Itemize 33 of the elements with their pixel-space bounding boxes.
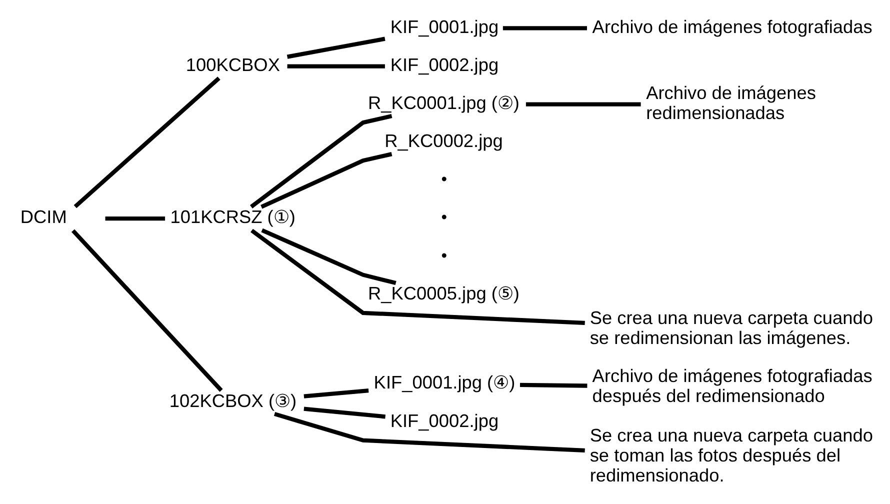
node-text: 102KCBOX (③): [169, 390, 297, 410]
node-text: Se crea una nueva carpeta cuando se toman las fotos después del redimensionado.: [590, 425, 873, 485]
label: •: [441, 207, 448, 226]
label: •: [441, 245, 448, 264]
node-text: KIF_0002.jpg: [390, 54, 499, 74]
connector: [274, 411, 585, 452]
connector: [260, 152, 392, 208]
connector: [286, 36, 386, 58]
connector: [261, 228, 396, 285]
node-text: R_KC0005.jpg (⑤): [368, 282, 520, 303]
node-text: R_KC0001.jpg (②): [368, 92, 520, 112]
node-text: KIF_0002.jpg: [390, 410, 499, 430]
connector: [304, 388, 369, 398]
connector: [71, 228, 223, 392]
node-text: KIF_0001.jpg (④): [374, 372, 516, 392]
node-text: Archivo de imágenes redimensionadas: [646, 82, 816, 122]
connector: [520, 382, 588, 388]
node-text: R_KC0002.jpg: [384, 130, 503, 151]
node-text: 100KCBOX: [186, 54, 280, 74]
connector: [250, 113, 392, 208]
node-text: 101KCRSZ (①): [170, 206, 296, 227]
connector: [287, 64, 385, 68]
connector: [74, 76, 220, 208]
node-text: Archivo de imágenes fotografiadas después del redimensionado: [592, 366, 872, 406]
label: •: [441, 169, 448, 188]
connector: [502, 26, 587, 30]
node-text: KIF_0001.jpg: [390, 16, 499, 36]
connector: [304, 406, 386, 418]
connector: [250, 228, 585, 325]
node-text: Archivo de imágenes fotografiadas: [592, 16, 872, 36]
node-text: DCIM: [20, 206, 67, 227]
node-text: Se crea una nueva carpeta cuando se redimensionan las imágenes.: [590, 308, 873, 348]
connector: [526, 102, 641, 106]
